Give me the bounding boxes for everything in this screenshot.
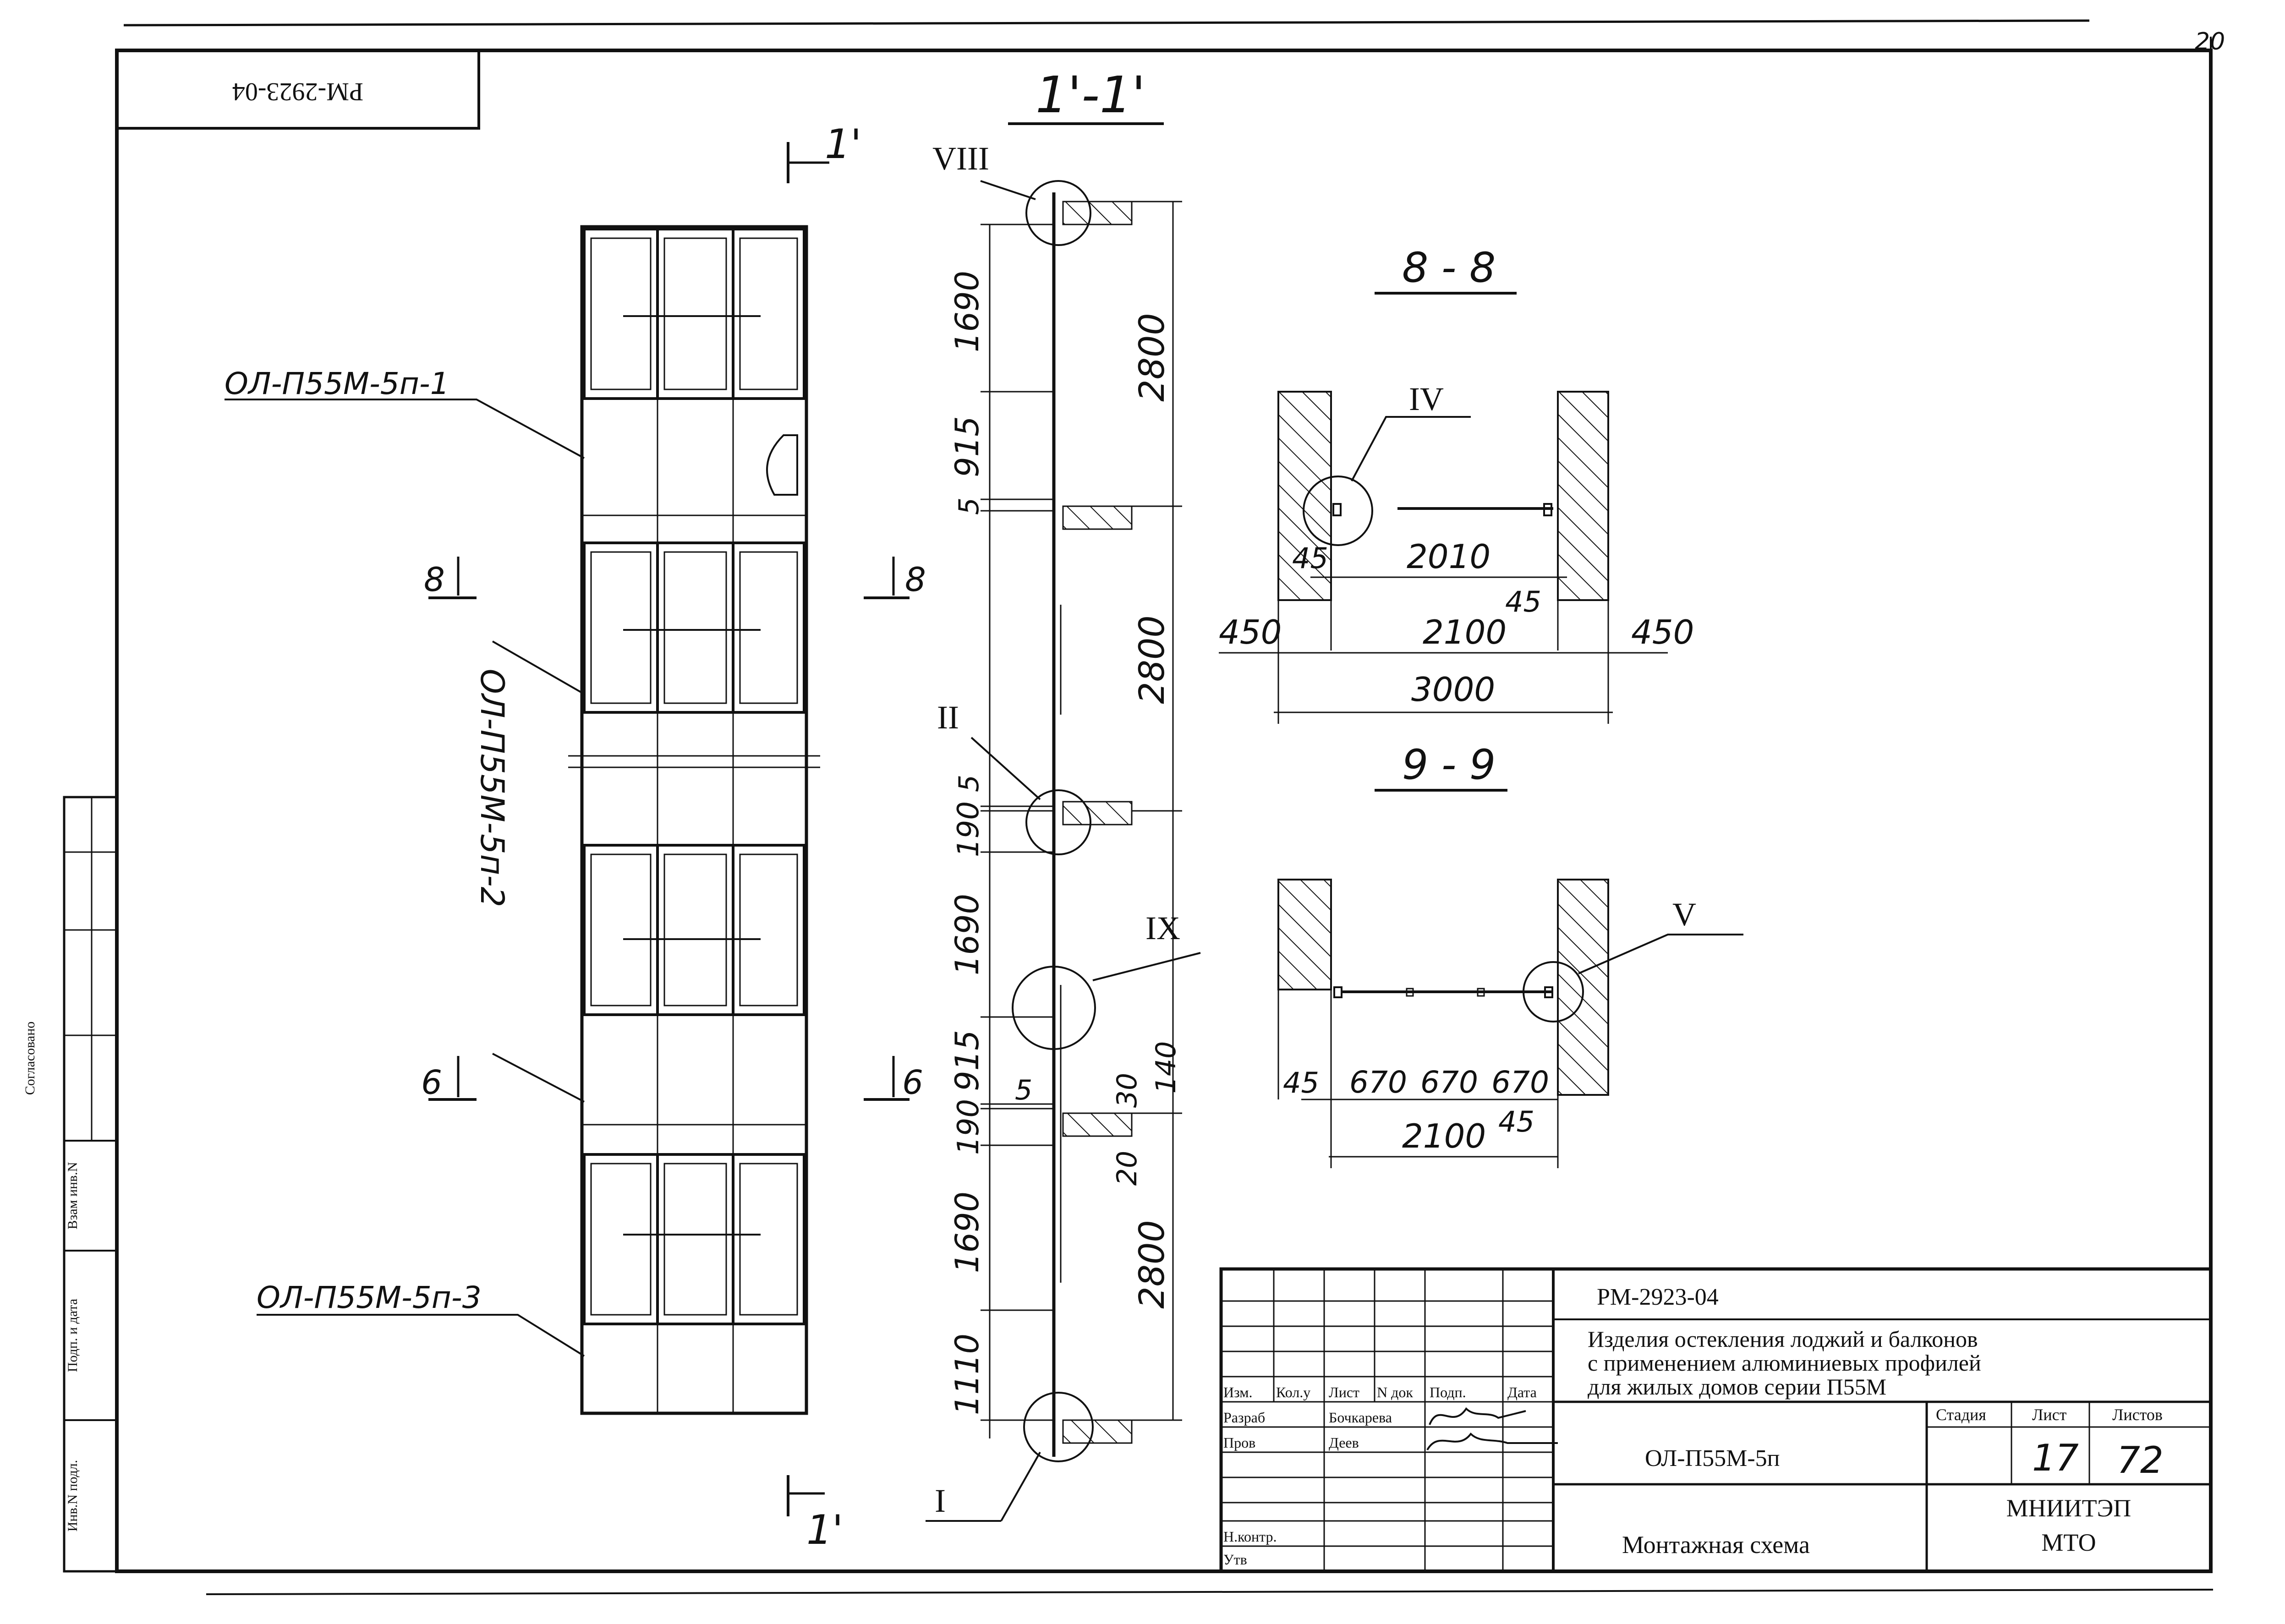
hdr-data: Дата <box>1507 1384 1537 1400</box>
hdr-podp: Подп. <box>1430 1384 1466 1400</box>
plan-9-title: 9 - 9 <box>1402 741 1496 789</box>
plan-8-dim-45-a: 45 <box>1292 541 1328 575</box>
cut-mark-8-right: 8 <box>905 560 926 599</box>
dim-20: 20 <box>1111 1151 1143 1186</box>
window-band-4 <box>583 1153 806 1325</box>
cut-marks: 8 8 9 9 <box>421 557 926 1101</box>
dim-140: 140 <box>1150 1041 1182 1094</box>
dim-30: 30 <box>1111 1073 1143 1108</box>
dim-2800-b: 2800 <box>1131 615 1172 704</box>
dim-190-a: 190 <box>952 801 986 857</box>
node-label-i: I <box>935 1482 946 1519</box>
stage-header: Стадия <box>1936 1405 1986 1424</box>
node-label-v: V <box>1672 896 1696 933</box>
hdr-kol: Кол.у <box>1276 1384 1310 1400</box>
section-cut-marks: 1' 1' <box>787 120 861 1553</box>
agreed-label: Согласовано <box>22 1022 38 1095</box>
plan-8-dim-450-a: 450 <box>1219 613 1282 651</box>
item-code: ОЛ-П55М-5п <box>1645 1445 1780 1471</box>
plan-9-9: 9 - 9 V 45 670 670 670 2100 45 <box>1277 741 1743 1168</box>
plan-9-dim-2100: 2100 <box>1402 1117 1486 1155</box>
title-line-3: для жилых домов серии П55М <box>1588 1374 1886 1400</box>
parapet-verticals <box>568 399 820 1413</box>
inv-label: Инв.N подл. <box>65 1460 80 1531</box>
hdr-list: Лист <box>1329 1384 1359 1400</box>
role-razrab: Разраб <box>1223 1409 1265 1426</box>
plan-9-dim-670-b: 670 <box>1420 1065 1478 1100</box>
dim-915-a: 915 <box>948 416 986 477</box>
window-band-1 <box>583 228 806 400</box>
section-top-mark: 1' <box>825 120 861 168</box>
facade-elevation: ОЛ-П55М-5п-1 ОЛ-П55М-5п-2 ОЛ-П55М-5п-3 8… <box>225 120 926 1553</box>
dim-5-a: 5 <box>953 498 985 515</box>
plan-8-8: 8 - 8 IV 45 2010 45 450 2100 450 3000 <box>1219 244 1694 724</box>
plan-8-dim-2100: 2100 <box>1423 613 1507 651</box>
node-label-ii: II <box>937 699 959 736</box>
name-bochkareva: Бочкарева <box>1329 1409 1392 1426</box>
panel-label-2: ОЛ-П55М-5п-2 <box>473 669 511 907</box>
drawing-name: Монтажная схема <box>1622 1531 1810 1558</box>
signature-marks <box>1426 1407 1558 1450</box>
role-nkontr: Н.контр. <box>1223 1528 1277 1545</box>
section-bottom-mark: 1' <box>806 1506 843 1553</box>
hdr-ndok: N док <box>1377 1384 1413 1400</box>
rotated-stamp: РМ-2923-04 <box>115 49 480 130</box>
sheet-header: Лист <box>2032 1405 2067 1424</box>
dim-190-b: 190 <box>952 1099 986 1155</box>
plan-9-dim-45-a: 45 <box>1283 1066 1319 1099</box>
plan-9-dim-670-a: 670 <box>1349 1065 1407 1100</box>
panel-label-1: ОЛ-П55М-5п-1 <box>225 366 449 401</box>
window-band-2 <box>583 541 806 714</box>
sheet-number: 17 <box>2032 1437 2079 1479</box>
org-mto: МТО <box>2041 1529 2096 1556</box>
panel-label-3: ОЛ-П55М-5п-3 <box>257 1280 482 1315</box>
plan-8-dim-45-b: 45 <box>1505 585 1541 618</box>
hdr-izm: Изм. <box>1223 1384 1253 1400</box>
title-line-2: с применением алюминиевых профилей <box>1588 1350 1981 1376</box>
sheets-total: 72 <box>2117 1439 2164 1482</box>
vzam-label: Взам инв.N <box>65 1162 80 1229</box>
sheets-header: Листов <box>2112 1405 2163 1424</box>
cut-mark-9-right: 9 <box>902 1062 923 1100</box>
title-code: РМ-2923-04 <box>1597 1284 1719 1310</box>
dim-5-b: 5 <box>953 775 985 792</box>
section-1-1: 1'-1' VIII II IX I <box>926 66 1201 1522</box>
cut-mark-9-left: 9 <box>421 1062 442 1100</box>
plan-8-dim-450-b: 450 <box>1631 613 1694 651</box>
dim-1690-a: 1690 <box>948 271 986 352</box>
dim-5-c: 5 <box>1015 1074 1032 1106</box>
plan-8-dim-3000: 3000 <box>1411 670 1495 709</box>
podp-label: Подп. и дата <box>65 1299 80 1372</box>
name-deev: Деев <box>1329 1434 1359 1451</box>
node-label-ix: IX <box>1145 910 1180 946</box>
dim-1110: 1110 <box>948 1334 986 1415</box>
section-title: 1'-1' <box>1036 66 1145 124</box>
dim-1690-c: 1690 <box>948 1192 986 1273</box>
plan-8-dim-2010: 2010 <box>1407 537 1490 576</box>
dim-2800-c: 2800 <box>1131 1220 1172 1308</box>
plan-8-title: 8 - 8 <box>1402 244 1496 292</box>
org-mniitep: МНИИТЭП <box>2006 1494 2132 1522</box>
cut-mark-8-left: 8 <box>424 560 445 599</box>
role-utv: Утв <box>1223 1551 1247 1568</box>
role-prov: Пров <box>1223 1434 1255 1451</box>
dim-915-b: 915 <box>948 1030 986 1091</box>
node-label-iv: IV <box>1409 381 1444 417</box>
rotated-stamp-text: РМ-2923-04 <box>232 77 363 106</box>
dim-2800-a: 2800 <box>1131 313 1172 401</box>
node-label-viii: VIII <box>932 140 989 177</box>
plan-9-dim-45-b: 45 <box>1498 1105 1534 1138</box>
left-strip: Согласовано Взам инв.N Подп. и дата Инв.… <box>22 796 118 1573</box>
window-band-3 <box>583 844 806 1016</box>
sheet-corner-number: 20 <box>2195 28 2225 55</box>
title-block: РМ-2923-04 Изделия остекления лоджий и б… <box>1219 1267 2213 1573</box>
title-line-1: Изделия остекления лоджий и балконов <box>1588 1326 1978 1352</box>
dim-1690-b: 1690 <box>948 894 986 975</box>
plan-9-dim-670-c: 670 <box>1491 1065 1549 1100</box>
